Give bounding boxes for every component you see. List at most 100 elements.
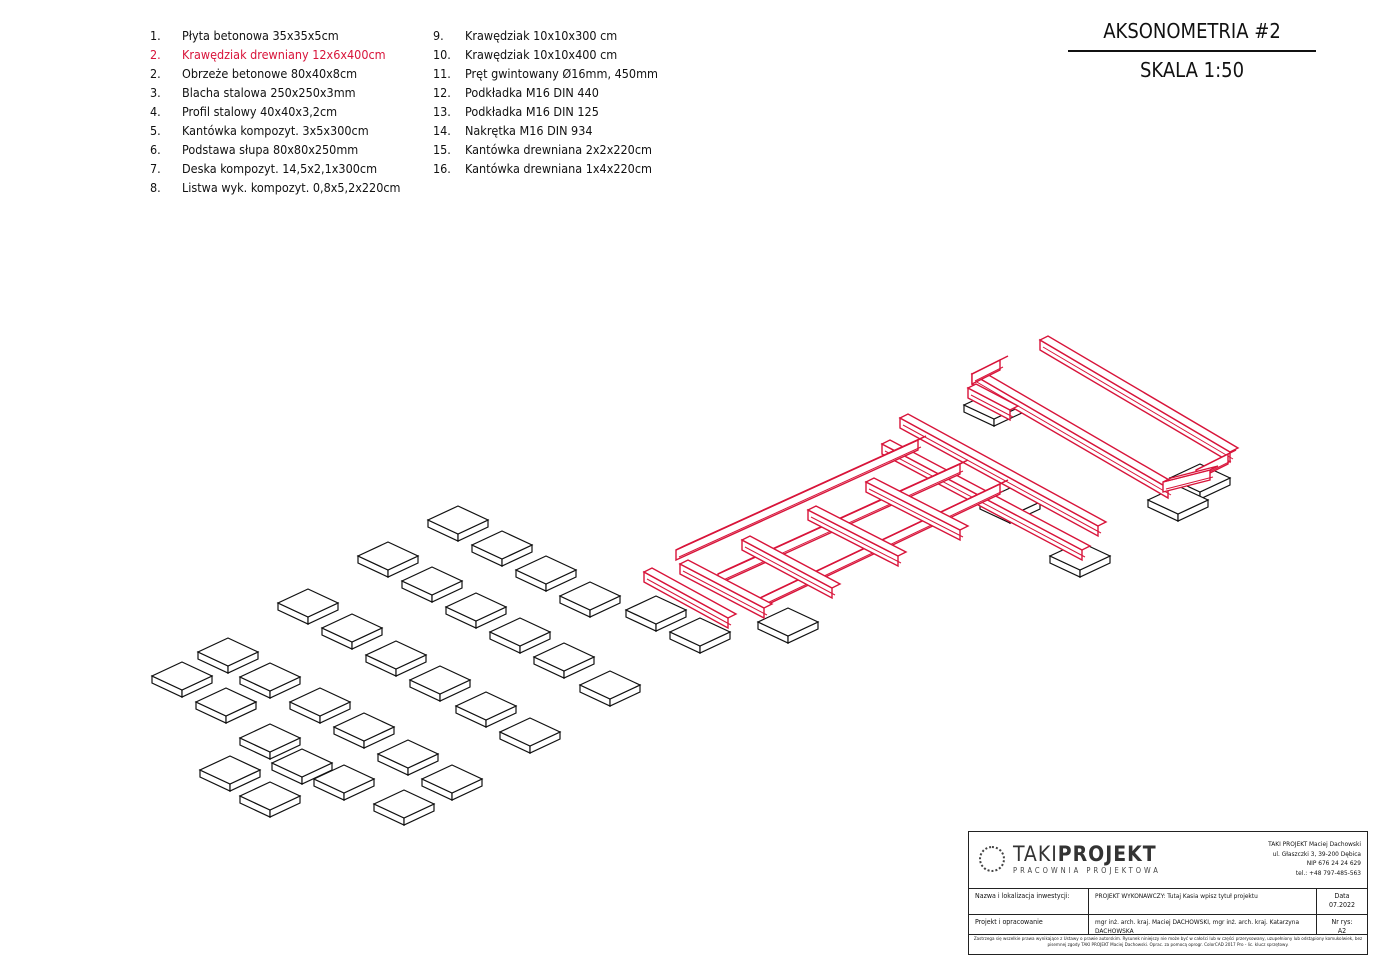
slab-top <box>276 588 340 618</box>
beam-top <box>759 479 1009 599</box>
legend-text: Krawędziak 10x10x400 cm <box>465 47 618 62</box>
beam-top <box>678 559 774 609</box>
legend-item: 2.Obrzeże betonowe 80x40x8cm <box>150 64 401 83</box>
beam-top <box>1038 335 1240 453</box>
legend-text: Podkładka M16 DIN 125 <box>465 104 599 119</box>
slab-top <box>420 764 484 794</box>
drawing-stamp: TAKIPROJEKT PRACOWNIA PROJEKTOWA TAKI PR… <box>968 831 1368 955</box>
slab-top <box>756 607 820 637</box>
company-info: TAKI PROJEKT Maciej Dachowski ul. Głaszc… <box>1268 840 1361 878</box>
legend-item: 8.Listwa wyk. kompozyt. 0,8x5,2x220cm <box>150 178 401 197</box>
design-label: Projekt i opracowanie <box>969 915 1089 935</box>
legend-item: 3. Blacha stalowa 250x250x3mm <box>150 83 401 102</box>
slab-top <box>270 748 334 778</box>
legend-text: Nakrętka M16 DIN 934 <box>465 123 593 138</box>
slab-top <box>356 541 420 571</box>
slab-top <box>498 717 562 747</box>
beam-edge <box>884 450 1086 558</box>
stamp-header: TAKIPROJEKT PRACOWNIA PROJEKTOWA TAKI PR… <box>969 832 1367 889</box>
legend-text: Kantówka drewniana 1x4x220cm <box>465 161 652 176</box>
legend-item: 9.Krawędziak 10x10x300 cm <box>433 26 658 45</box>
legend-text: Kantówka drewniana 2x2x220cm <box>465 142 652 157</box>
slab-top <box>320 613 384 643</box>
legend-num: 6. <box>150 142 161 157</box>
slab-top <box>288 687 352 717</box>
slab-top <box>312 764 376 794</box>
legend-item: 12. Podkładka M16 DIN 440 <box>433 83 658 102</box>
sheet-value: A2 <box>1337 927 1347 935</box>
drawing-title: AKSONOMETRIA #2 <box>1103 19 1281 43</box>
legend-num: 10. <box>433 47 451 62</box>
drawing-title-block: AKSONOMETRIA #2 SKALA 1:50 <box>1068 15 1316 84</box>
slab-top <box>238 662 302 692</box>
slab-top <box>668 617 732 647</box>
legend-item: 7.Deska kompozyt. 14,5x2,1x300cm <box>150 159 401 178</box>
slab-top <box>376 739 440 769</box>
legend-num: 7. <box>150 161 161 176</box>
designers: mgr inż. arch. kraj. Maciej DACHOWSKI, m… <box>1089 915 1317 935</box>
slab-top <box>238 723 302 753</box>
legend-text: Profil stalowy 40x40x3,2cm <box>182 104 338 119</box>
legend-text: Obrzeże betonowe 80x40x8cm <box>182 66 358 81</box>
legend-text: Kantówka kompozyt. 3x5x300cm <box>182 123 369 138</box>
brand-light: TAKI <box>1013 842 1058 866</box>
copyright-notice: Zastrzega się wszelkie prawa wynikające … <box>973 937 1363 948</box>
slab-top <box>150 661 214 691</box>
beam-edge <box>902 424 1102 534</box>
company-logo: TAKIPROJEKT PRACOWNIA PROJEKTOWA <box>979 844 1161 875</box>
investment-label: Nazwa i lokalizacja inwestycji: <box>969 889 1089 915</box>
legend-item: 6. Podstawa słupa 80x80x250mm <box>150 140 401 159</box>
legend-num: 1. <box>150 28 161 43</box>
slab-top <box>444 592 508 622</box>
company-line: TAKI PROJEKT Maciej Dachowski <box>1268 840 1361 848</box>
legend-text: Pręt gwintowany Ø16mm, 450mm <box>465 66 658 81</box>
beam-top <box>864 477 970 531</box>
title-divider <box>1068 50 1316 52</box>
legend-text: Podkładka M16 DIN 440 <box>465 85 599 100</box>
legend-item: 1.Płyta betonowa 35x35x5cm <box>150 26 401 45</box>
legend-text: Blacha stalowa 250x250x3mm <box>182 85 356 100</box>
company-line: ul. Głaszczki 3, 39-200 Dębica <box>1272 849 1361 858</box>
beam-edge <box>974 366 1004 382</box>
legend-item: 4. Profil stalowy 40x40x3,2cm <box>150 102 401 121</box>
slab-top <box>578 670 642 700</box>
slab-top <box>198 755 262 785</box>
concrete-slabs-group <box>150 390 1232 826</box>
beam-top <box>1162 465 1219 483</box>
beam-edge <box>868 488 964 538</box>
slab-top <box>470 530 534 560</box>
legend-item: 11. Pręt gwintowany Ø16mm, 450mm <box>433 64 658 83</box>
legend-text: Podstawa słupa 80x80x250mm <box>182 142 359 157</box>
legend-num: 4. <box>150 104 161 119</box>
brand-name: TAKIPROJEKT <box>1013 844 1161 865</box>
slab-top <box>238 781 302 811</box>
beam-edge <box>678 446 922 558</box>
logo-circle-icon <box>979 846 1005 873</box>
beam-top <box>642 567 738 619</box>
legend-num: 2. <box>150 47 161 62</box>
slab-top <box>488 617 552 647</box>
beam-top <box>740 535 842 589</box>
slab-top <box>372 789 436 819</box>
beam-edge <box>810 516 902 564</box>
legend-item: 14.Nakrętka M16 DIN 934 <box>433 121 658 140</box>
beam-top <box>806 505 908 557</box>
legend-num: 11. <box>433 66 451 81</box>
legend-num: 3. <box>150 85 161 100</box>
brand-subtitle: PRACOWNIA PROJEKTOWA <box>1013 866 1161 875</box>
legend-num: 12. <box>433 85 451 100</box>
legend-column-1: 1.Płyta betonowa 35x35x5cm 2.Krawędziak … <box>150 26 401 197</box>
legend-column-2: 9.Krawędziak 10x10x300 cm 10. Krawędziak … <box>433 26 658 178</box>
beam-edge <box>970 394 1014 418</box>
beam-top <box>966 383 1020 411</box>
legend-num: 9. <box>433 28 444 43</box>
beam-top <box>717 459 969 575</box>
stamp-grid: Nazwa i lokalizacja inwestycji: PROJEKT … <box>969 889 1367 935</box>
slab-top <box>454 691 518 721</box>
slab-top <box>400 566 464 596</box>
project-title: PROJEKT WYKONAWCZY: Tutaj Kasia wpisz ty… <box>1089 889 1317 915</box>
slab-top <box>426 505 490 535</box>
date-value: 07.2022 <box>1328 901 1356 909</box>
beam-edge <box>646 578 732 626</box>
